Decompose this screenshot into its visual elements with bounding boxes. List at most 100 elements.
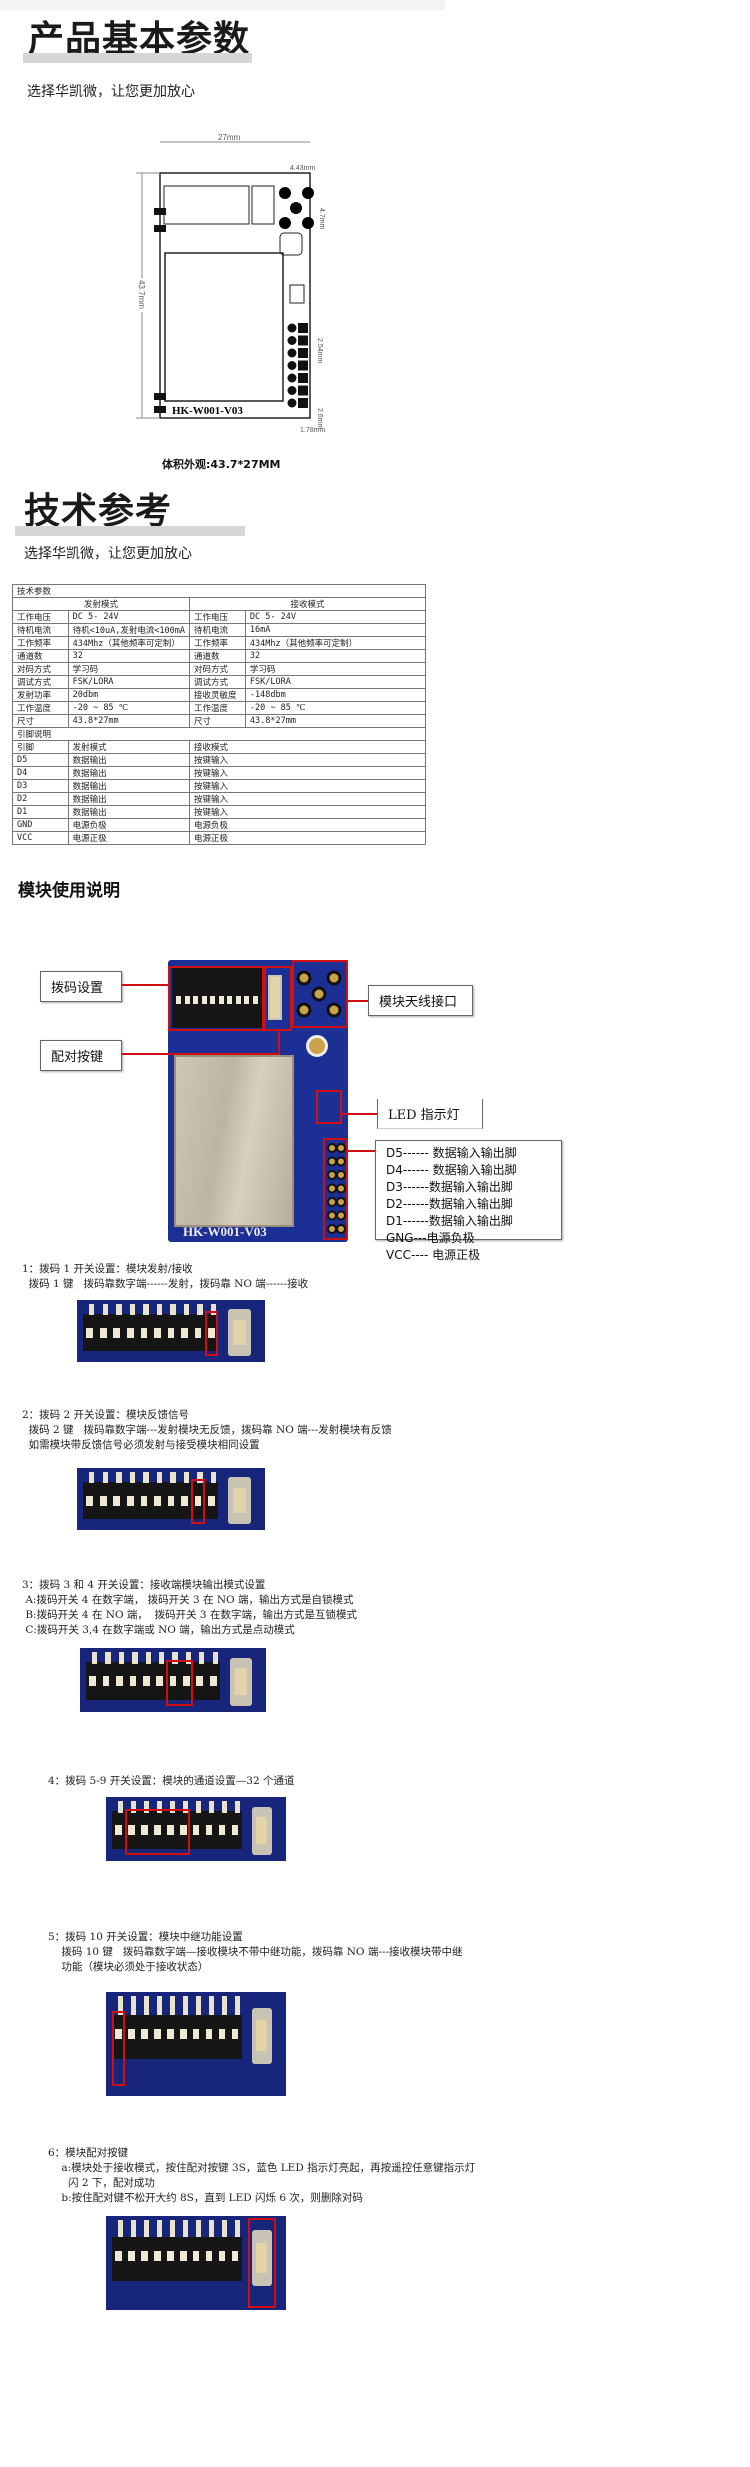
dip-switch: [201, 996, 207, 1004]
table-cell: 工作电压: [12, 610, 69, 624]
table-cell: FSK/LORA: [244, 675, 427, 689]
table-cell: 学习码: [244, 662, 427, 676]
model-label: HK-W001-V03: [172, 405, 243, 417]
dip-switch-7: [154, 2028, 161, 2039]
dip-pin: [170, 1304, 176, 1316]
table-cell: -20 ~ 85 ℃: [244, 701, 427, 715]
leader-line: [342, 1113, 377, 1115]
step-line: A:拨码开关 4 在数字端， 拨码开关 3 在 NO 端，输出方式是自锁模式: [22, 1594, 354, 1606]
step-3-text: 3：拨码 3 和 4 开关设置：接收端模块输出模式设置 A:拨码开关 4 在数字…: [22, 1578, 357, 1638]
dip-switch: [184, 996, 190, 1004]
table-cell: D1: [12, 805, 69, 819]
dip-switch-9: [99, 1495, 107, 1506]
dip-switch-9: [99, 1327, 107, 1338]
dip-switch-3: [205, 2028, 213, 2039]
dip-switch-8: [113, 1495, 121, 1506]
dip-pin: [158, 1652, 165, 1664]
dip-switch-5: [154, 1495, 161, 1506]
table-cell: 工作电压: [189, 610, 246, 624]
step-5-text: 5：拨码 10 开关设置：模块中继功能设置 拨码 10 键 拨码靠数字端—接收模…: [48, 1930, 463, 1975]
dip-switch-photo: [106, 1992, 286, 2096]
table-cell: 学习码: [67, 662, 191, 676]
pin-header-row: 引脚发射模式接收模式: [12, 740, 426, 754]
pin-header: [327, 1143, 346, 1234]
table-cell: D4: [12, 766, 69, 780]
dip-switch-block: [112, 2236, 242, 2281]
table-cell: FSK/LORA: [67, 675, 191, 689]
step-1-text: 1：拨码 1 开关设置：模块发射/接收 拨码 1 键 拨码靠数字端------发…: [22, 1262, 308, 1292]
dip-pin: [221, 1801, 227, 1813]
dip-switch-block: [86, 1662, 220, 1701]
table-cell: 接收模式: [189, 740, 426, 754]
dip-pin: [116, 1472, 122, 1484]
pin-description: D2------数据输入输出脚: [386, 1197, 513, 1211]
table-cell: 技术参数: [12, 584, 426, 598]
dip-pin: [234, 2220, 240, 2237]
tech-subtitle: 选择华凯微，让您更加放心: [24, 546, 192, 562]
dip-pin: [208, 1996, 214, 2015]
dip-switch-5: [180, 2250, 187, 2261]
table-cell: 工作温度: [12, 701, 69, 715]
pin-description: D4------ 数据输入输出脚: [386, 1163, 517, 1177]
dip-pin: [199, 1652, 205, 1664]
dip-pin: [143, 1304, 149, 1316]
dip-pin: [172, 1652, 178, 1664]
table-cell: 按键输入: [189, 779, 426, 793]
pin-description: D5------ 数据输入输出脚: [386, 1146, 517, 1160]
dip-switch-5: [156, 1676, 163, 1687]
subtitle: 选择华凯微，让您更加放心: [27, 84, 195, 100]
dip-switch-block: [83, 1481, 219, 1519]
table-cell: 引脚说明: [12, 727, 426, 741]
table-header-row: 发射模式接收模式: [11, 597, 426, 611]
dip-switch-7: [154, 1825, 161, 1836]
leader-line: [122, 984, 170, 986]
dip-pin: [195, 1801, 201, 1813]
antenna-pads: [296, 970, 342, 1018]
dip-switch-1: [209, 1676, 217, 1687]
dip-switch-8: [113, 1327, 121, 1338]
table-cell: 数据输出: [67, 792, 191, 806]
dip-pin: [197, 1472, 203, 1484]
antenna-connector: [306, 1035, 328, 1057]
dip-switch-7: [126, 1495, 134, 1506]
step-line: 5：拨码 10 开关设置：模块中继功能设置: [48, 1931, 243, 1943]
step-line: C:拨码开关 3,4 在数字端或 NO 端，输出方式是点动模式: [22, 1624, 295, 1636]
table-cell: -148dbm: [244, 688, 427, 702]
dip-switch: [218, 996, 224, 1004]
pin-description: VCC---- 电源正极: [386, 1248, 481, 1262]
dip-pin: [169, 2220, 175, 2237]
led-highlight: [316, 1090, 342, 1124]
leader-line: [348, 1150, 375, 1152]
dip-switch-3: [205, 1825, 213, 1836]
dip-switch-2: [218, 2250, 226, 2261]
highlight-box: [166, 1659, 194, 1706]
step-line: 拨码 2 键 拨码靠数字端---发射模块无反馈，拨码靠 NO 端---发射模块有…: [22, 1424, 392, 1436]
section-title-tech: 技术参考: [24, 491, 173, 532]
table-cell: 待机电流: [12, 623, 69, 637]
dip-switch: [176, 996, 181, 1004]
highlight-box: [112, 2010, 125, 2086]
table-cell: GND: [12, 818, 69, 832]
label-led: LED 指示灯: [377, 1099, 483, 1129]
dip-switch-8: [116, 1676, 123, 1687]
dip-switch-photo: [106, 2216, 286, 2310]
table-cell: 发射模式: [67, 740, 191, 754]
step-line: 拨码 10 键 拨码靠数字端—接收模块不带中继功能，拨码靠 NO 端---接收模…: [48, 1946, 463, 1958]
antenna-highlight: [292, 960, 348, 1028]
dip-pin: [208, 2220, 214, 2237]
dip-highlight: [168, 966, 264, 1031]
table-cell: 按键输入: [189, 766, 426, 780]
step-line: 如需模块带反馈信号必须发射与接受模块相同设置: [22, 1439, 260, 1451]
step-line: 6：模块配对按键: [48, 2147, 129, 2159]
dip-pin: [129, 1304, 136, 1316]
table-cell: 通道数: [12, 649, 69, 663]
table-cell: 待机<10uA,发射电流<100mA: [67, 623, 191, 637]
tech-underline: [15, 526, 245, 536]
